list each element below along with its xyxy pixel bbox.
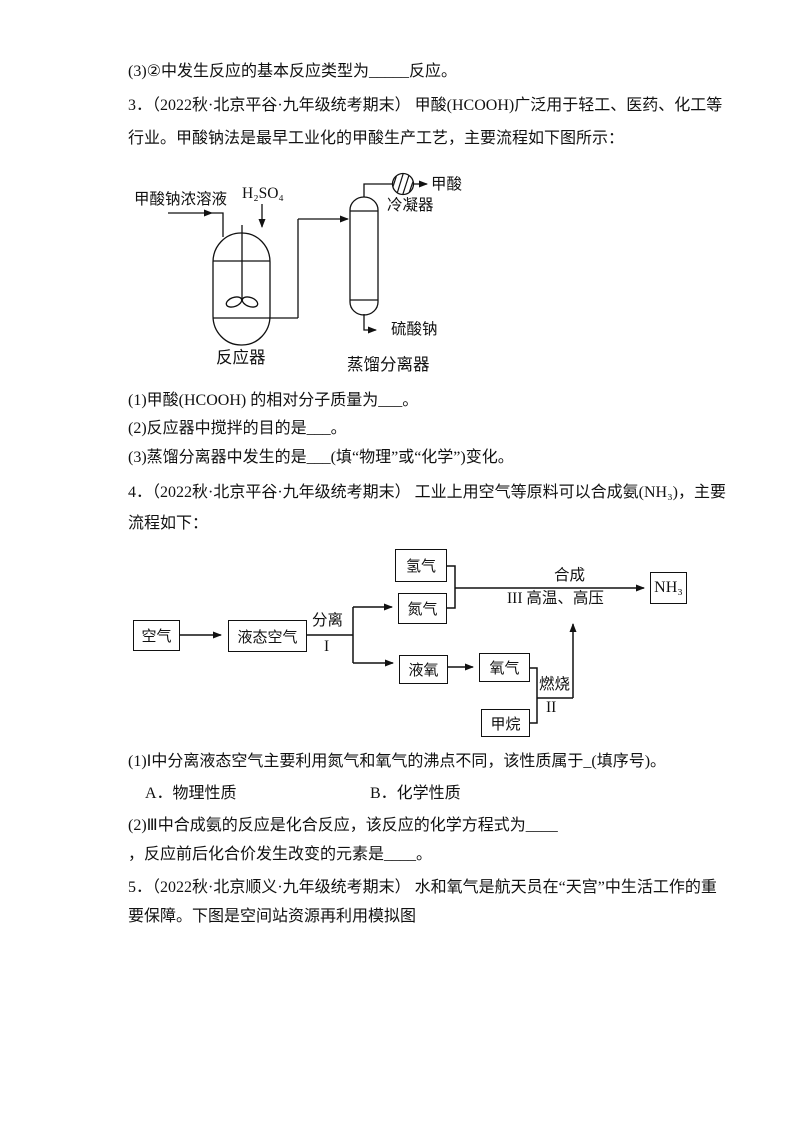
q4-sub1: (1)Ⅰ中分离液态空气主要利用氮气和氧气的沸点不同，该性质属于_(填序号)。 xyxy=(128,753,667,770)
stirrer-blade-right xyxy=(241,296,259,308)
stirrer-blade-left xyxy=(225,296,243,308)
reactor-vessel xyxy=(212,232,271,346)
feed-label: 甲酸钠浓溶液 xyxy=(134,191,228,208)
column-label: 蒸馏分离器 xyxy=(347,355,430,374)
step2-label: II xyxy=(546,699,557,716)
flow-box-liquid-oxygen: 液氧 xyxy=(399,655,448,684)
separate-label: 分离 xyxy=(312,612,344,629)
q4-sub2-line1: (2)Ⅲ中合成氨的反应是化合反应，该反应的化学方程式为____ xyxy=(128,817,558,834)
q4-option-b: B．化学性质 xyxy=(370,785,461,802)
q3-sub1: (1)甲酸(HCOOH) 的相对分子质量为___。 xyxy=(128,392,419,409)
q4-option-a: A．物理性质 xyxy=(145,785,237,802)
burn-label: 燃烧 xyxy=(539,676,571,693)
q3-sub2: (2)反应器中搅拌的目的是___。 xyxy=(128,420,347,437)
flow-box-oxygen: 氧气 xyxy=(479,653,530,682)
synthesis-label: 合成 xyxy=(554,567,586,584)
step1-label: I xyxy=(324,638,330,655)
product-label: 甲酸 xyxy=(431,176,463,193)
q5-stem-line2: 要保障。下图是空间站资源再利用模拟图 xyxy=(128,908,417,925)
q5-stem-line1: 5．（2022秋·北京顺义·九年级统考期末） 水和氧气是航天员在“天宫”中生活工… xyxy=(128,879,717,896)
q3-sub3: (3)蒸馏分离器中发生的是___(填“物理”或“化学”)变化。 xyxy=(128,449,514,466)
q3-stem-line1: 3．（2022秋·北京平谷·九年级统考期末） 甲酸(HCOOH)广泛用于轻工、医… xyxy=(128,97,723,114)
flow-box-air: 空气 xyxy=(133,620,180,651)
flow-box-ammonia: NH₃ xyxy=(650,572,687,604)
byproduct-label: 硫酸钠 xyxy=(391,321,438,338)
flow-box-methane: 甲烷 xyxy=(481,709,530,737)
q4-sub2-line2: ，反应前后化合价发生改变的元素是____。 xyxy=(128,846,433,863)
q4-stem-line1: 4．（2022秋·北京平谷·九年级统考期末） 工业上用空气等原料可以合成氨(NH… xyxy=(128,484,727,501)
condenser-circle xyxy=(391,172,415,196)
q3-stem-line2: 行业。甲酸钠法是最早工业化的甲酸生产工艺，主要流程如下图所示： xyxy=(128,130,625,147)
condenser-label: 冷凝器 xyxy=(387,197,434,214)
q2-sub3-line: (3)②中发生反应的基本反应类型为_____反应。 xyxy=(128,63,458,80)
feed-pipe xyxy=(212,212,224,237)
reactor-label: 反应器 xyxy=(216,348,266,367)
acid-label: H₂SO₄ xyxy=(242,185,284,202)
step3-conditions-label: III 高温、高压 xyxy=(507,590,604,607)
flow-box-hydrogen: 氢气 xyxy=(395,549,447,582)
vapor-riser xyxy=(363,183,392,197)
flow-box-nitrogen: 氮气 xyxy=(398,593,447,624)
q4-stem-line2: 流程如下： xyxy=(128,515,209,532)
flow-box-liquid-air: 液态空气 xyxy=(228,620,307,652)
distillation-column xyxy=(349,196,379,316)
byproduct-pipe xyxy=(363,314,377,334)
condenser-hatching xyxy=(393,174,413,194)
